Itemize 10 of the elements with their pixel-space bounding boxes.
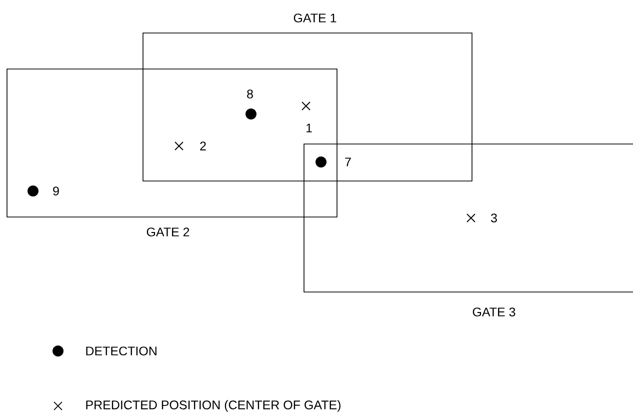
point-number: 9: [53, 186, 59, 196]
node-label: GATE 1: [294, 14, 336, 22]
point-number: 7: [345, 158, 351, 166]
node-label: GATE 2: [146, 228, 190, 236]
point-number: 2: [200, 142, 206, 150]
point-number: 1: [306, 124, 312, 132]
point-number: 3: [491, 214, 497, 222]
point-number: 8: [247, 90, 253, 98]
legend-text: DETECTION: [86, 346, 156, 356]
legend-text: PREDICTED POSITION (CENTER OF GATE): [86, 400, 340, 412]
